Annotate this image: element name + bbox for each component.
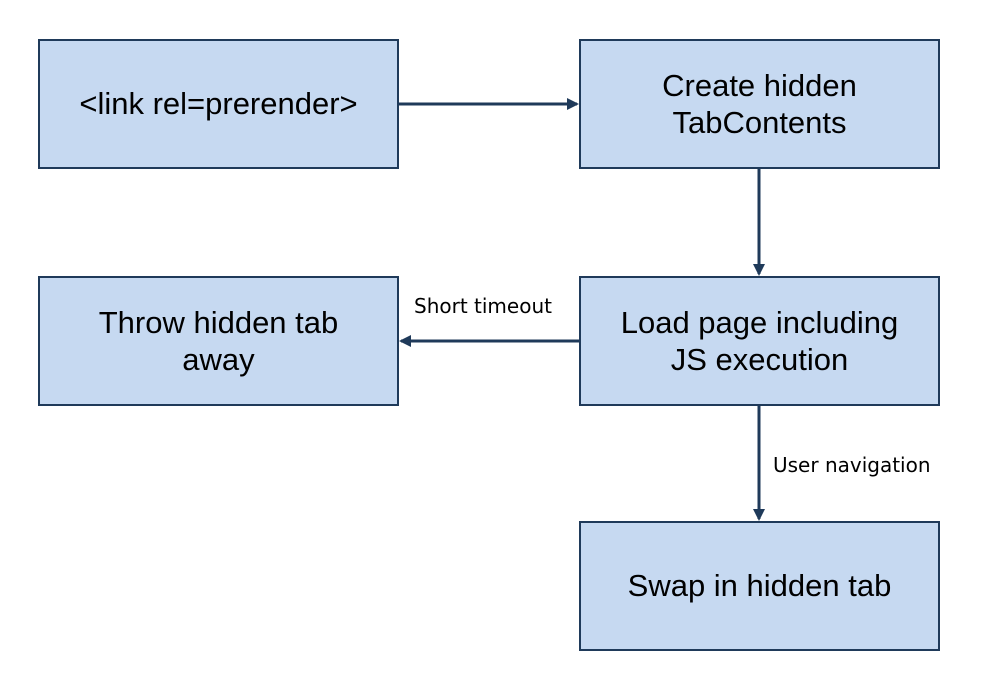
node-text: Create hidden [662, 67, 857, 103]
node-text: Throw hidden tab [98, 304, 339, 340]
node-text: away [182, 342, 255, 377]
node-link-rel-prerender: <link rel=prerender> [38, 39, 399, 169]
node-throw-hidden-tab-away: Throw hidden tab away [38, 276, 399, 406]
node-create-hidden-tabcontents: Create hidden TabContents [579, 39, 940, 169]
node-text: Load page including [620, 304, 899, 340]
node-text: <link rel=prerender> [79, 86, 358, 122]
edge-label-short-timeout: Short timeout [414, 294, 552, 318]
node-swap-in-hidden-tab: Swap in hidden tab [579, 521, 940, 651]
node-text: TabContents [672, 105, 847, 140]
node-load-page-js-execution: Load page including JS execution [579, 276, 940, 406]
node-text: JS execution [670, 342, 849, 377]
edge-label-user-navigation: User navigation [773, 453, 931, 477]
node-text: Swap in hidden tab [627, 568, 892, 604]
